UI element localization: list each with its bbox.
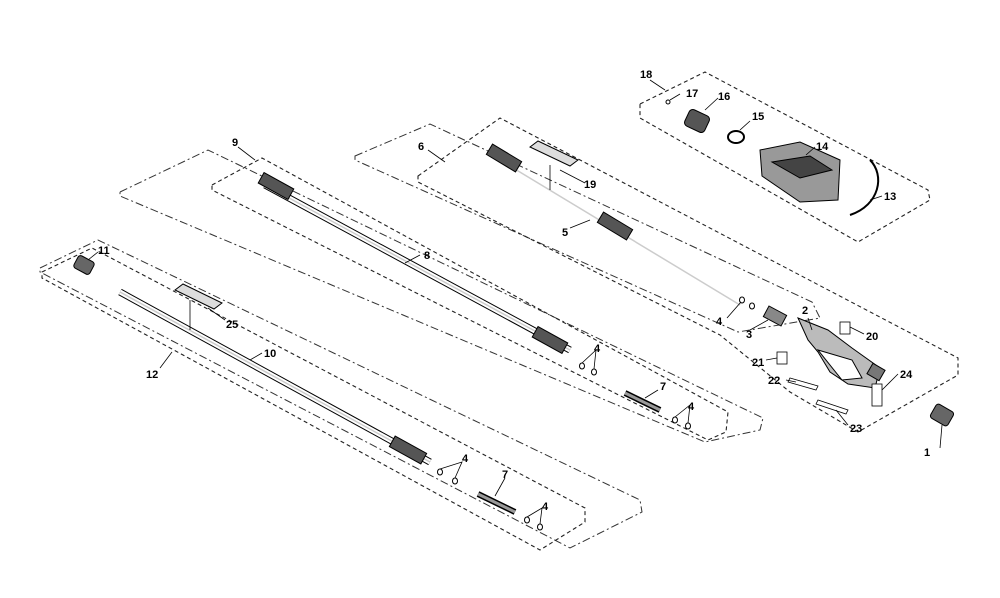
callout-9: 9 <box>232 137 238 149</box>
wand-8 <box>257 171 572 355</box>
coupler-11 <box>73 255 95 275</box>
callout-21: 21 <box>752 357 764 369</box>
callout-7-lower: 7 <box>502 469 508 481</box>
holder-14 <box>759 141 841 203</box>
group-outline-long-extension <box>119 149 764 443</box>
callout-23: 23 <box>850 423 862 435</box>
callout-10: 10 <box>264 348 276 360</box>
group-outline-9 <box>211 157 729 441</box>
spray-gun-2 <box>797 317 886 389</box>
callout-2: 2 <box>802 305 808 317</box>
group-outline-6 <box>354 123 821 333</box>
callout-13: 13 <box>884 191 896 203</box>
callout-1: 1 <box>924 447 930 459</box>
o-rings-4 <box>437 296 755 531</box>
leader-lines <box>87 79 943 525</box>
callout-19: 19 <box>584 179 596 191</box>
callout-5: 5 <box>562 227 568 239</box>
callout-4-nozzle-lower: 4 <box>542 501 549 513</box>
wand-5 <box>485 143 742 308</box>
group-outline-gun-wand <box>417 117 959 433</box>
callout-24: 24 <box>900 369 913 381</box>
callout-14: 14 <box>816 141 829 153</box>
callout-4-nozzle-upper: 4 <box>688 401 695 413</box>
adapter-3 <box>762 305 788 327</box>
callout-16: 16 <box>718 91 730 103</box>
callout-4-wand10: 4 <box>462 453 469 465</box>
callout-4-gun: 4 <box>716 316 723 328</box>
callout-15: 15 <box>752 111 764 123</box>
callout-6: 6 <box>418 141 424 153</box>
callout-3: 3 <box>746 329 752 341</box>
group-outline-18 <box>639 71 931 243</box>
callout-25: 25 <box>226 319 238 331</box>
callout-20: 20 <box>866 331 878 343</box>
label-tag-25 <box>174 283 223 330</box>
clip-13 <box>849 159 880 216</box>
coupler-1 <box>929 403 955 427</box>
nozzle-7-lower <box>476 491 517 515</box>
ring-17 <box>665 99 671 105</box>
callout-12: 12 <box>146 369 158 381</box>
nut-16 <box>684 109 710 133</box>
callout-7-upper: 7 <box>660 381 666 393</box>
callout-11: 11 <box>98 245 110 257</box>
callout-labels: 1 2 3 4 4 4 4 4 5 6 7 7 8 9 10 11 12 13 … <box>98 69 930 513</box>
group-outline-12 <box>41 247 586 551</box>
nozzle-7-upper <box>623 390 662 413</box>
wand-10 <box>118 288 432 466</box>
ring-15 <box>727 130 745 144</box>
label-tag-19 <box>529 140 579 190</box>
gun-labels <box>776 321 883 415</box>
callout-8: 8 <box>424 250 430 262</box>
callout-4-wand8: 4 <box>594 343 601 355</box>
group-outline-lower-extension <box>39 239 643 549</box>
callout-17: 17 <box>686 88 698 100</box>
callout-18: 18 <box>640 69 652 81</box>
callout-22: 22 <box>768 375 780 387</box>
